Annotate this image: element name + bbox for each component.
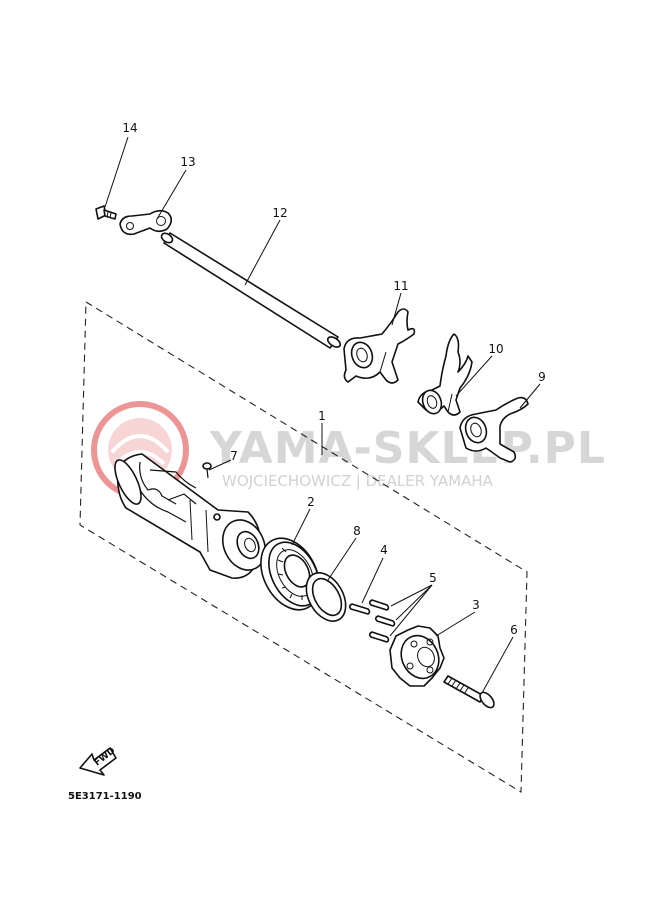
callout-14: 14 [122, 121, 137, 135]
callout-13: 13 [180, 155, 195, 169]
callout-8: 8 [353, 524, 361, 538]
callout-11: 11 [393, 279, 408, 293]
part-14-screw [95, 205, 117, 220]
part-3-segment [389, 625, 445, 687]
part-5-pins [368, 599, 396, 643]
watermark: YAMA-SKLEP.PL WOJCIECHOWICZ | DEALER YAM… [91, 401, 606, 499]
forward-arrow-icon: FWD [79, 746, 117, 776]
part-11-shift-fork [343, 308, 416, 384]
callout-3: 3 [472, 598, 480, 612]
callout-7: 7 [230, 449, 238, 463]
part-13-plate [119, 209, 173, 236]
part-4-pin [348, 603, 371, 615]
part-12-guide-bar [160, 232, 342, 349]
part-7-pin [202, 462, 212, 479]
part-6-bolt [443, 675, 495, 709]
callout-4: 4 [380, 543, 388, 557]
callout-10: 10 [488, 342, 503, 356]
leader-lines [104, 136, 541, 694]
drawing-code: 5E3171-1190 [68, 791, 142, 802]
callout-1: 1 [318, 409, 326, 423]
part-9-shift-fork [459, 396, 529, 463]
callout-6: 6 [510, 623, 518, 637]
callout-2: 2 [307, 495, 315, 509]
watermark-subtitle: WOJCIECHOWICZ | DEALER YAMAHA [222, 472, 494, 490]
watermark-title: YAMA-SKLEP.PL [209, 423, 606, 474]
assembly-boundary [79, 301, 528, 793]
callout-12: 12 [272, 206, 287, 220]
callout-labels: 1 2 3 4 5 6 7 8 9 10 11 12 13 14 [122, 121, 545, 637]
part-1-shift-drum [114, 453, 266, 579]
part-10-shift-fork [417, 333, 473, 416]
part-8-circlip [305, 572, 347, 622]
callout-5: 5 [429, 571, 437, 585]
callout-9: 9 [538, 370, 546, 384]
